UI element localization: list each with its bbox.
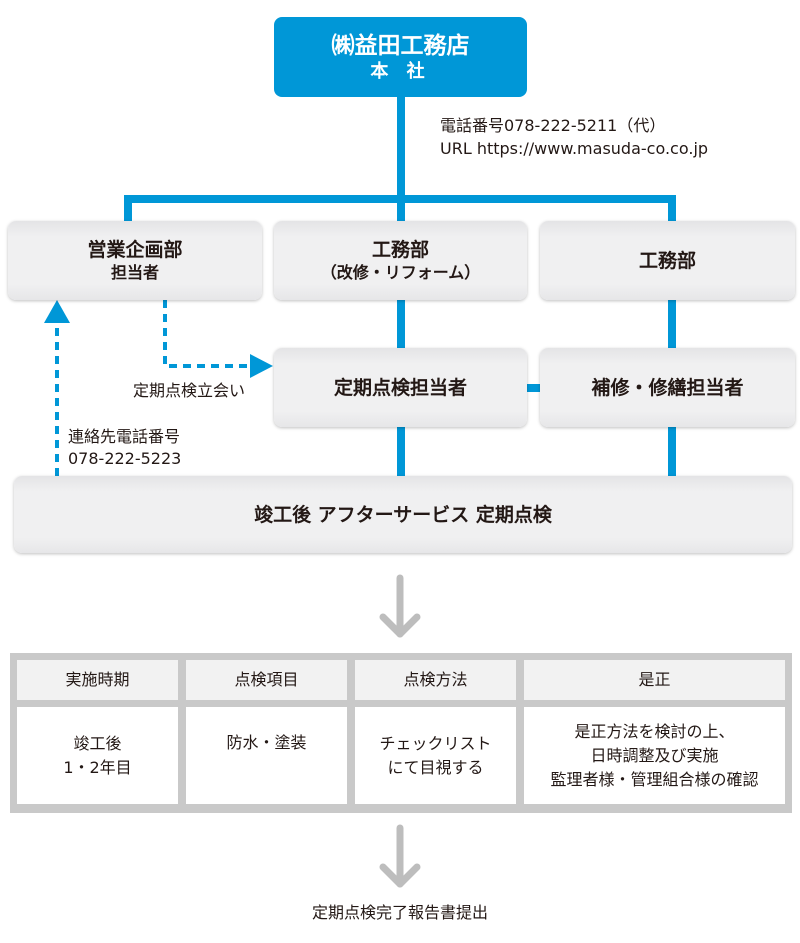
dept-sub: （改修・リフォーム） (320, 262, 481, 282)
staff-name: 定期点検担当者 (333, 376, 467, 399)
staff-name: 補修・修繕担当者 (591, 376, 744, 399)
headquarters-box: ㈱益田工務店 本 社 (274, 17, 527, 97)
construction-reform-box: 工務部 （改修・リフォーム） (274, 221, 527, 300)
table-header: 点検項目 (186, 660, 347, 700)
dept-name: 工務部 (638, 249, 696, 272)
company-name: ㈱益田工務店 (331, 33, 470, 59)
after-service-bar: 竣工後 アフターサービス 定期点検 (14, 476, 792, 553)
down-arrow-icon (379, 574, 421, 638)
arrow-right-icon (250, 354, 273, 378)
cell-line: 監理者様・管理組合様の確認 (550, 769, 759, 789)
arrow-up-icon (44, 300, 70, 323)
contact-phone: 078-222-5223 (68, 449, 182, 468)
table-header: 点検方法 (355, 660, 516, 700)
cell-line: 日時調整及び実施 (590, 745, 719, 765)
construction-box: 工務部 (540, 221, 795, 300)
cell-line: チェックリスト (379, 733, 492, 753)
cell-line: 竣工後 (73, 733, 122, 753)
table-cell: チェックリスト にて目視する (355, 707, 516, 804)
cell-line: 是正方法を検討の上、 (574, 721, 735, 741)
inspection-attend-label: 定期点検立会い (133, 381, 246, 400)
inspection-staff-box: 定期点検担当者 (274, 348, 527, 427)
dept-name: 工務部 (371, 238, 429, 261)
dept-name: 営業企画部 (87, 238, 183, 261)
cell-line: にて目視する (387, 757, 484, 777)
final-step-label: 定期点検完了報告書提出 (311, 903, 488, 922)
contact-title: 連絡先電話番号 (68, 427, 181, 446)
hq-url: URL https://www.masuda-co.co.jp (440, 139, 709, 158)
cell-line: 1・2年目 (63, 757, 132, 777)
table-cell: 是正方法を検討の上、 日時調整及び実施 監理者様・管理組合様の確認 (524, 707, 785, 804)
hq-label: 本 社 (370, 61, 431, 82)
down-arrow-icon (379, 824, 421, 888)
table-cell: 竣工後 1・2年目 (17, 707, 178, 804)
sales-planning-box: 営業企画部 担当者 (8, 221, 262, 300)
cell-line: 防水・塗装 (226, 733, 307, 752)
after-service-label: 竣工後 アフターサービス 定期点検 (254, 503, 552, 526)
hq-phone: 電話番号078-222-5211（代） (440, 116, 666, 135)
inspection-table: 実施時期 点検項目 点検方法 是正 竣工後 1・2年目 防水・塗装 チェックリス… (10, 653, 792, 813)
table-header: 是正 (524, 660, 785, 700)
dept-sub: 担当者 (110, 262, 159, 282)
table-cell: 防水・塗装 (186, 707, 347, 804)
table-header: 実施時期 (17, 660, 178, 700)
repair-staff-box: 補修・修繕担当者 (540, 348, 795, 427)
inspection-dashed-line (163, 300, 252, 368)
